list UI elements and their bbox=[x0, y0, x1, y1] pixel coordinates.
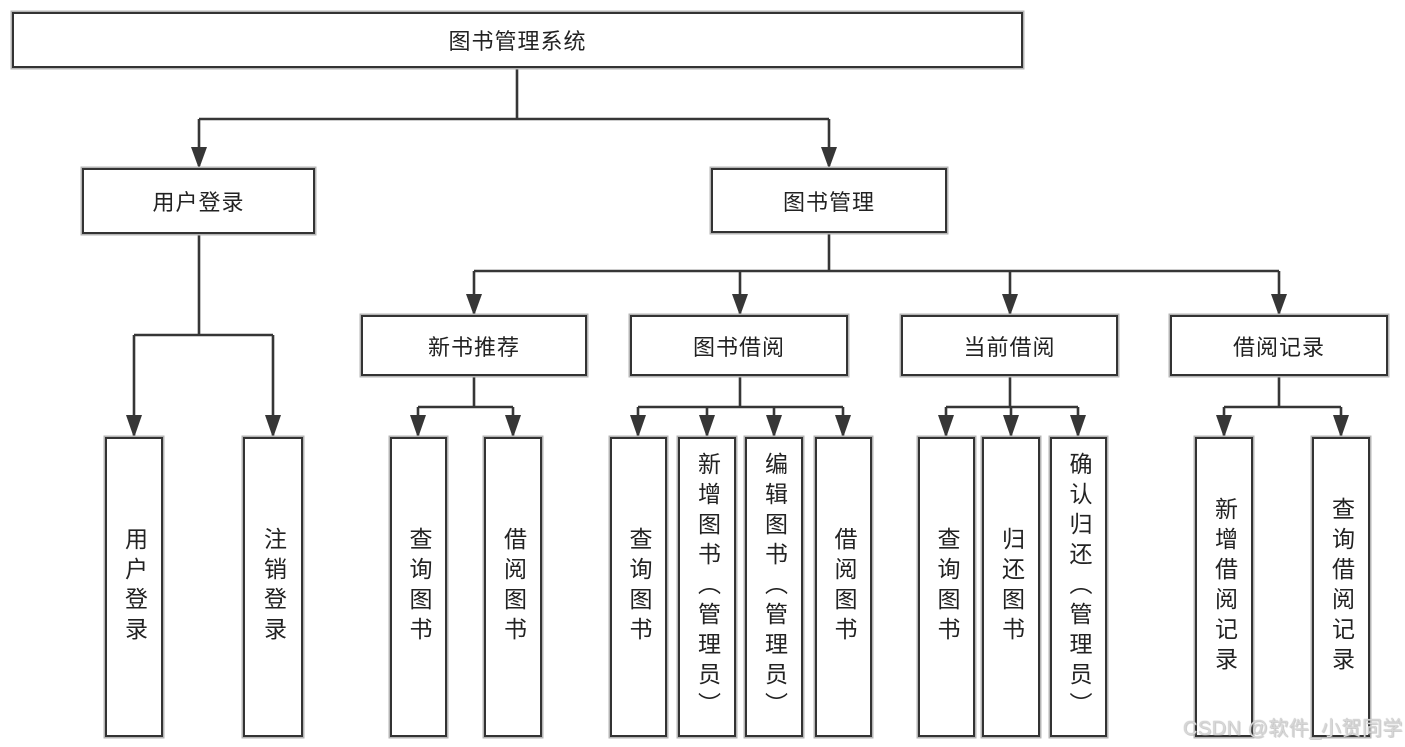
node-book-borrowing: 图书借阅 bbox=[630, 315, 848, 376]
node-label: 当前借阅 bbox=[963, 334, 1056, 360]
connector-arrowheads bbox=[126, 147, 1349, 438]
arrowhead-icon bbox=[821, 147, 837, 169]
node-label: 图书管理 bbox=[782, 189, 875, 215]
node-new-book-recommend: 新书推荐 bbox=[361, 315, 587, 376]
node-library-management-system: 图书管理系统 bbox=[12, 12, 1023, 68]
node-borrowing-records: 借阅记录 bbox=[1170, 315, 1388, 376]
leaf-user-login: 用户登录 bbox=[105, 437, 163, 737]
leaf-add-borrow-record: 新增借阅记录 bbox=[1195, 437, 1253, 737]
leaf-borrow-books: 借阅图书 bbox=[815, 437, 872, 737]
node-label: 借阅记录 bbox=[1232, 334, 1325, 360]
arrowhead-icon bbox=[191, 147, 207, 169]
node-user-login: 用户登录 bbox=[82, 168, 315, 234]
node-label: 查询借阅记录 bbox=[1328, 497, 1355, 677]
arrowhead-icon bbox=[1216, 415, 1232, 438]
arrowhead-icon bbox=[938, 415, 954, 438]
leaf-edit-books-admin: 编辑图书（管理员） bbox=[745, 437, 803, 737]
arrowhead-icon bbox=[630, 415, 646, 438]
node-label: 借阅图书 bbox=[500, 527, 527, 647]
leaf-add-books-admin: 新增图书（管理员） bbox=[678, 437, 736, 737]
node-label: 图书管理系统 bbox=[448, 29, 587, 54]
leaf-query-books-borrowing: 查询图书 bbox=[610, 437, 667, 737]
node-label: 新增借阅记录 bbox=[1211, 497, 1238, 677]
leaf-query-books-current: 查询图书 bbox=[918, 437, 975, 737]
arrowhead-icon bbox=[732, 294, 748, 316]
arrowhead-icon bbox=[505, 415, 521, 438]
node-label: 新增图书（管理员） bbox=[694, 452, 721, 722]
leaf-borrow-books-recommend: 借阅图书 bbox=[484, 437, 542, 737]
arrowhead-icon bbox=[1002, 294, 1018, 316]
arrowhead-icon bbox=[126, 415, 142, 438]
node-label: 确认归还（管理员） bbox=[1066, 452, 1092, 722]
node-label: 借阅图书 bbox=[831, 527, 857, 647]
arrowhead-icon bbox=[1003, 415, 1019, 438]
node-label: 查询图书 bbox=[626, 527, 652, 647]
arrowhead-icon bbox=[1333, 415, 1349, 438]
node-label: 图书借阅 bbox=[692, 334, 785, 360]
arrowhead-icon bbox=[466, 294, 482, 316]
arrowhead-icon bbox=[410, 415, 426, 438]
arrowhead-icon bbox=[265, 415, 281, 438]
csdn-watermark: CSDN @软件_小贺同学 bbox=[1183, 718, 1404, 740]
arrowhead-icon bbox=[1271, 294, 1287, 316]
node-label: 注销登录 bbox=[260, 527, 287, 647]
leaf-return-books: 归还图书 bbox=[982, 437, 1040, 737]
leaf-query-books-recommend: 查询图书 bbox=[390, 437, 447, 737]
leaf-confirm-return-admin: 确认归还（管理员） bbox=[1050, 437, 1107, 737]
node-book-management: 图书管理 bbox=[711, 168, 947, 233]
arrowhead-icon bbox=[1070, 415, 1086, 438]
leaf-logout: 注销登录 bbox=[243, 437, 303, 737]
leaf-query-borrow-record: 查询借阅记录 bbox=[1312, 437, 1370, 737]
arrowhead-icon bbox=[835, 415, 851, 438]
node-label: 查询图书 bbox=[406, 527, 432, 647]
node-label: 用户登录 bbox=[152, 190, 245, 215]
node-label: 用户登录 bbox=[121, 527, 148, 647]
node-label: 编辑图书（管理员） bbox=[761, 452, 788, 722]
connector-segments bbox=[132, 68, 1343, 436]
arrowhead-icon bbox=[766, 415, 782, 438]
node-label: 查询图书 bbox=[934, 527, 960, 647]
node-label: 新书推荐 bbox=[427, 334, 520, 360]
node-label: 归还图书 bbox=[998, 527, 1025, 647]
arrowhead-icon bbox=[699, 415, 715, 438]
node-current-borrowing: 当前借阅 bbox=[901, 315, 1118, 376]
